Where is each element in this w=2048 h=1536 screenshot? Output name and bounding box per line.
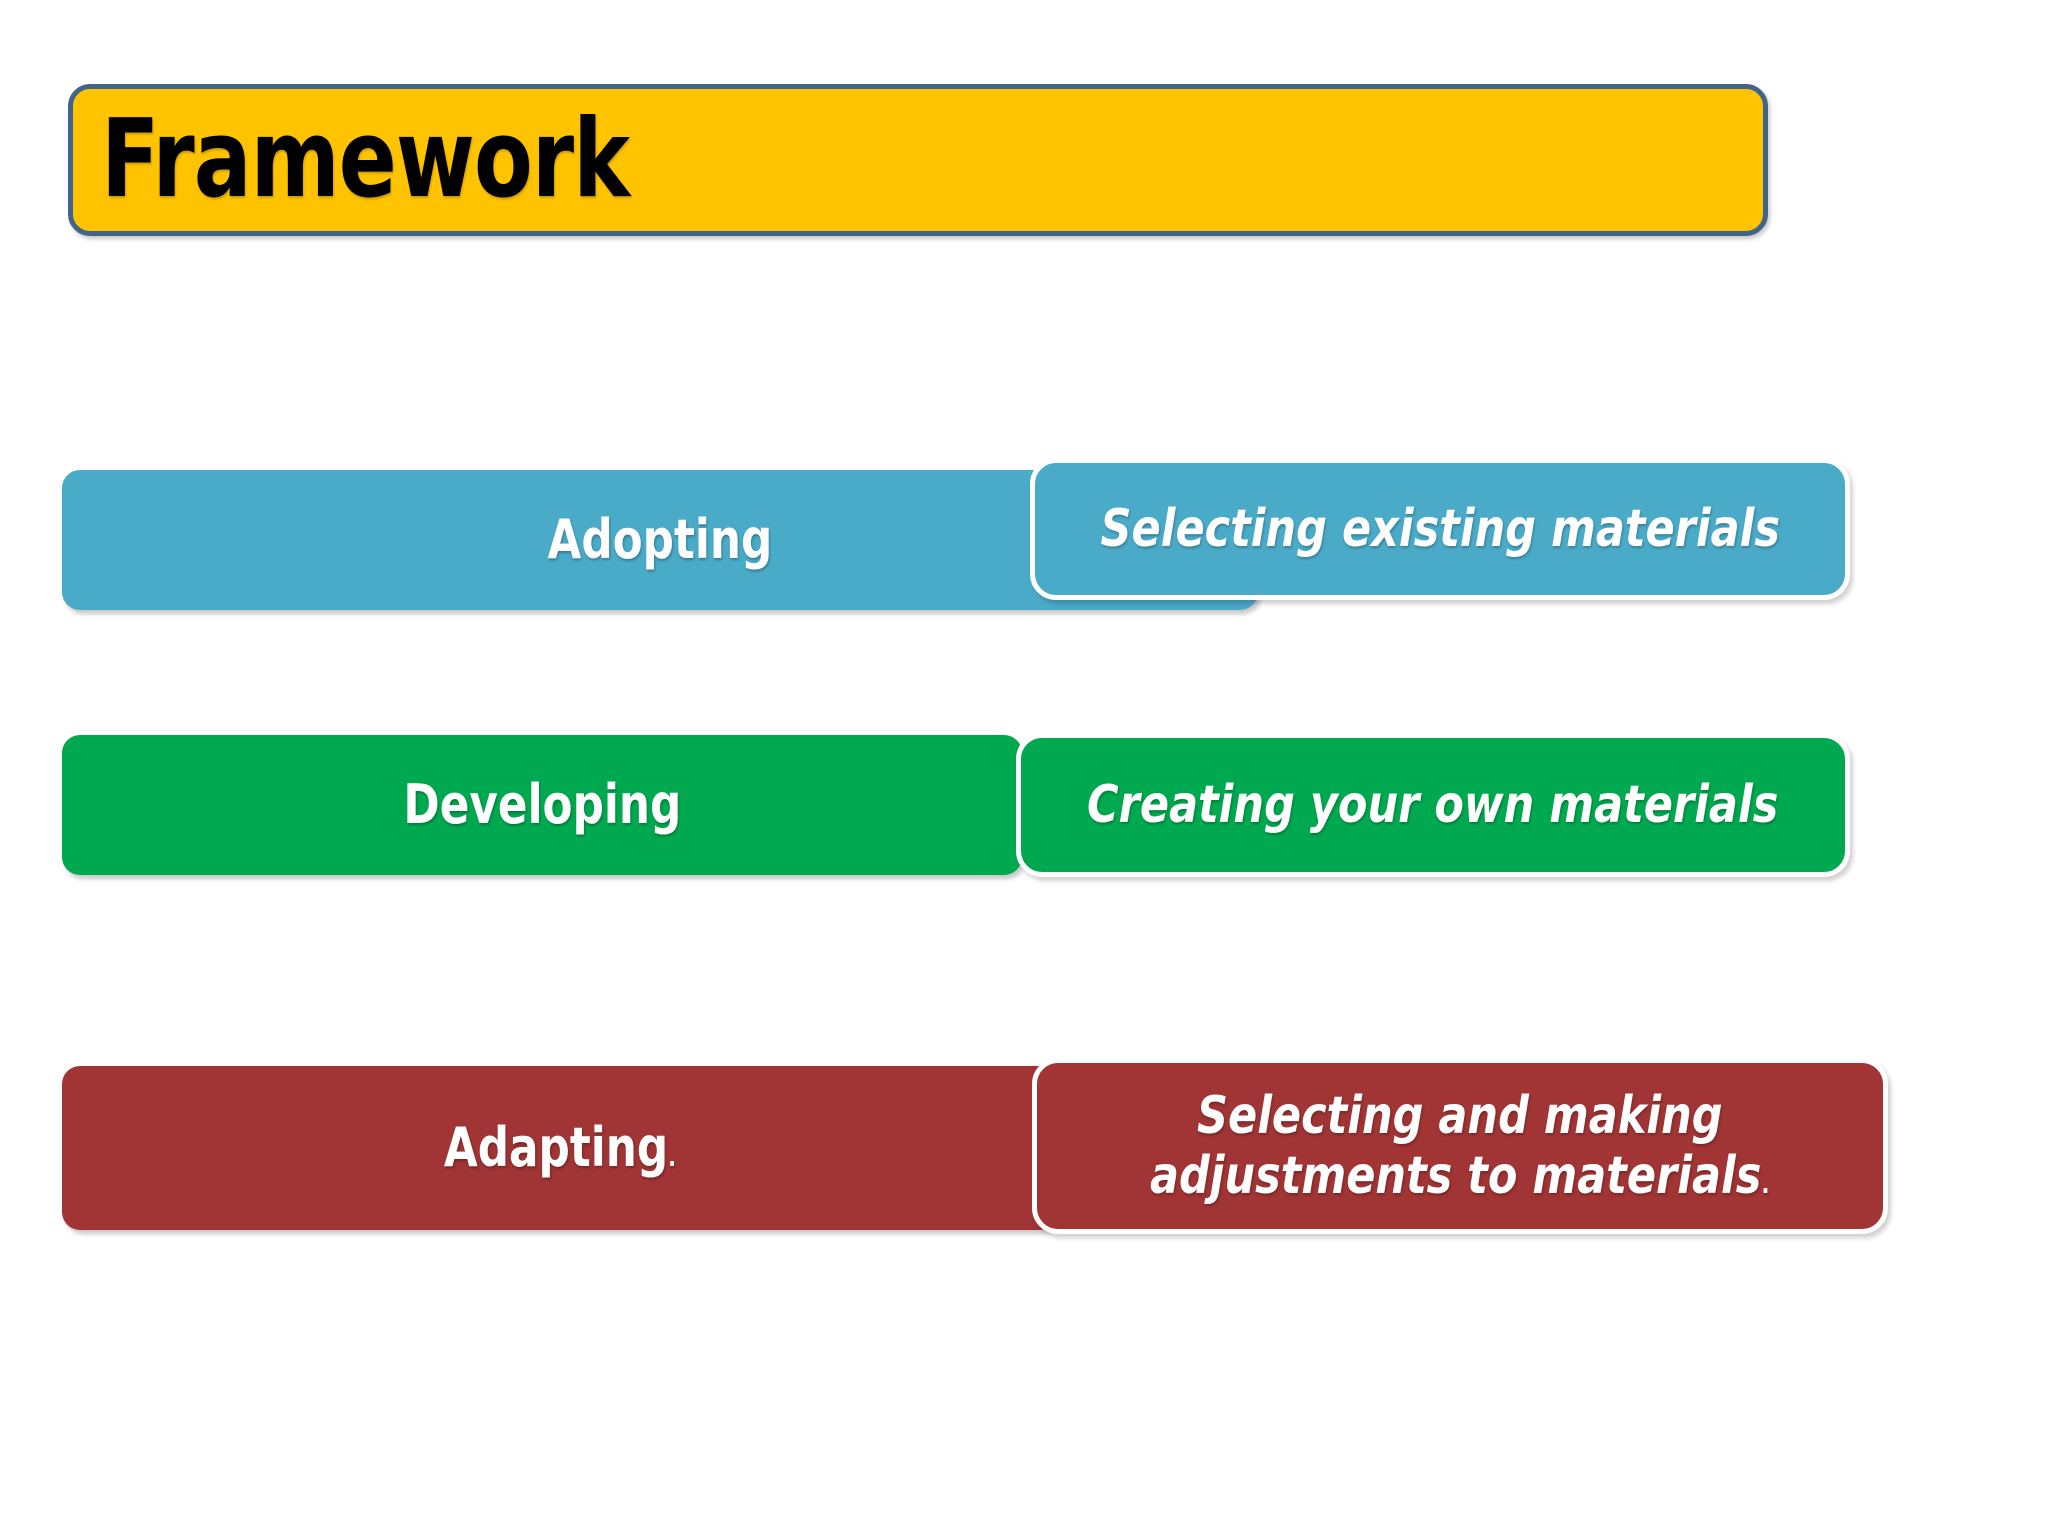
term-suffix-adapting: . [668, 1143, 677, 1173]
definition-label-adopting: Selecting existing materials [1100, 498, 1780, 559]
definition-panel-adopting[interactable]: Selecting existing materials [1030, 458, 1850, 600]
definition-panel-developing[interactable]: Creating your own materials [1016, 733, 1850, 877]
slide-title-banner: Framework [68, 84, 1768, 236]
term-label-developing: Developing [403, 773, 681, 836]
definition-suffix-adapting: . [1761, 1170, 1770, 1200]
definition-label-developing: Creating your own materials [1087, 774, 1779, 835]
term-label-adopting: Adopting [547, 508, 773, 571]
term-label-adapting: Adapting. [443, 1116, 677, 1179]
page-title: Framework [101, 97, 630, 222]
term-bar-adapting[interactable]: Adapting. [62, 1066, 1058, 1230]
term-bar-developing[interactable]: Developing [62, 735, 1022, 875]
definition-line2-adapting: adjustments to materials. [1150, 1146, 1770, 1206]
